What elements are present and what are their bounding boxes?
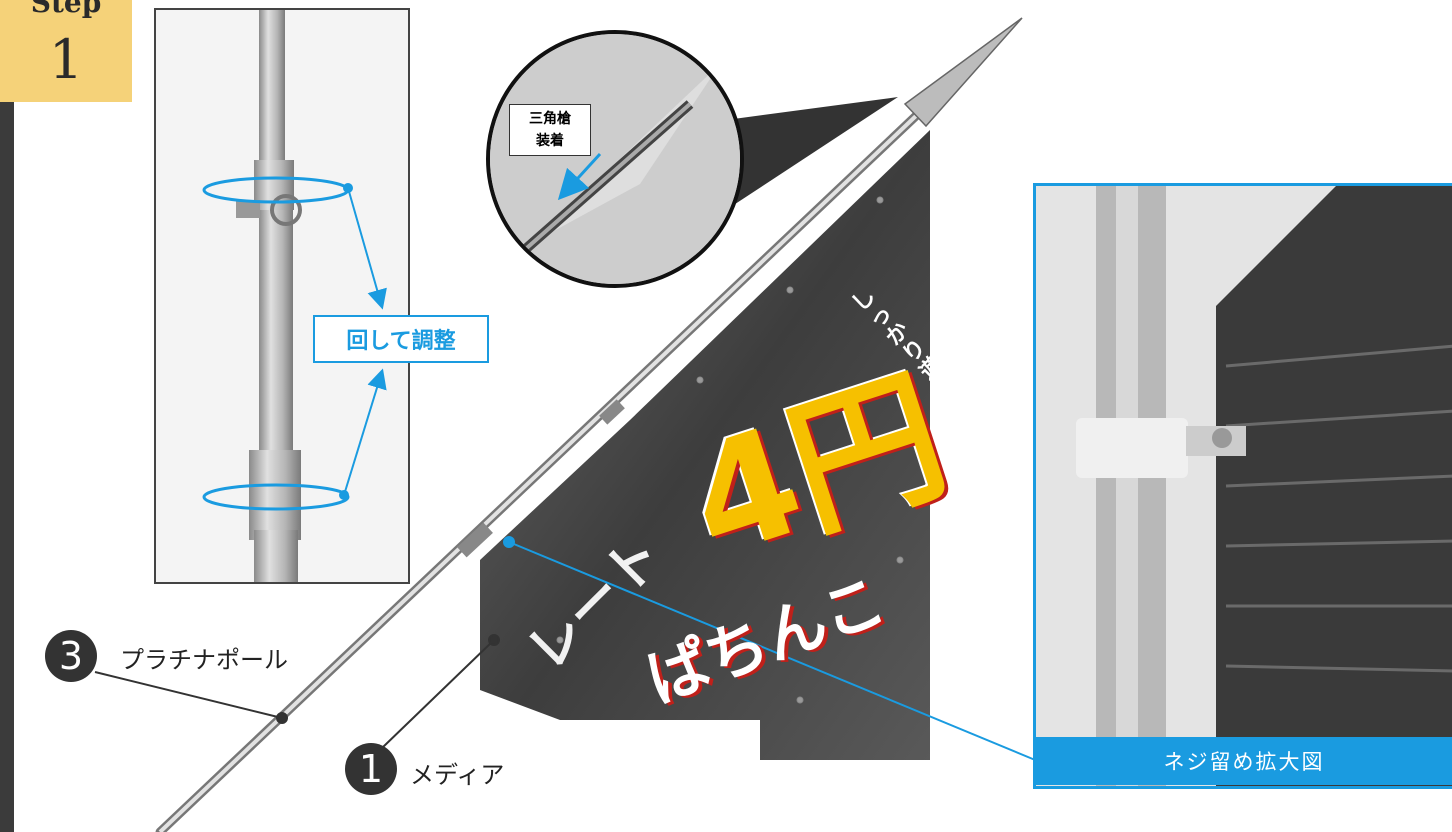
pole-adjust-illustration xyxy=(202,10,350,582)
spear-label-line2: 装着 xyxy=(536,133,564,149)
part-leaders xyxy=(94,634,500,749)
left-accent-bar xyxy=(0,0,14,832)
spear-zoom-circle xyxy=(486,30,744,288)
part-label-media: メディア xyxy=(410,761,505,789)
step-word: Step xyxy=(30,0,102,19)
spear-label-line1: 三角槍 xyxy=(529,111,571,127)
step-badge: Step 1 xyxy=(0,0,132,102)
adjust-arrows xyxy=(339,183,387,500)
pole-adjust-inset xyxy=(154,8,410,584)
screw-closeup-illustration xyxy=(1036,186,1452,786)
part-number-3: 3 xyxy=(45,630,97,682)
rotate-adjust-callout: 回して調整 xyxy=(313,315,489,363)
part-number-1: 1 xyxy=(345,743,397,795)
platinum-pole xyxy=(155,17,1023,832)
screw-closeup-photo xyxy=(1033,183,1452,789)
zoom-callout-pointer xyxy=(726,97,898,210)
step-number: 1 xyxy=(48,28,84,91)
spear-mount-label: 三角槍 装着 xyxy=(509,104,591,156)
part-label-platinum-pole: プラチナポール xyxy=(120,646,288,674)
banner-media xyxy=(480,130,930,760)
screw-connector xyxy=(503,536,1041,763)
screw-closeup-caption: ネジ留め拡大図 xyxy=(1033,737,1452,785)
spear-zoom-illustration xyxy=(490,34,740,284)
